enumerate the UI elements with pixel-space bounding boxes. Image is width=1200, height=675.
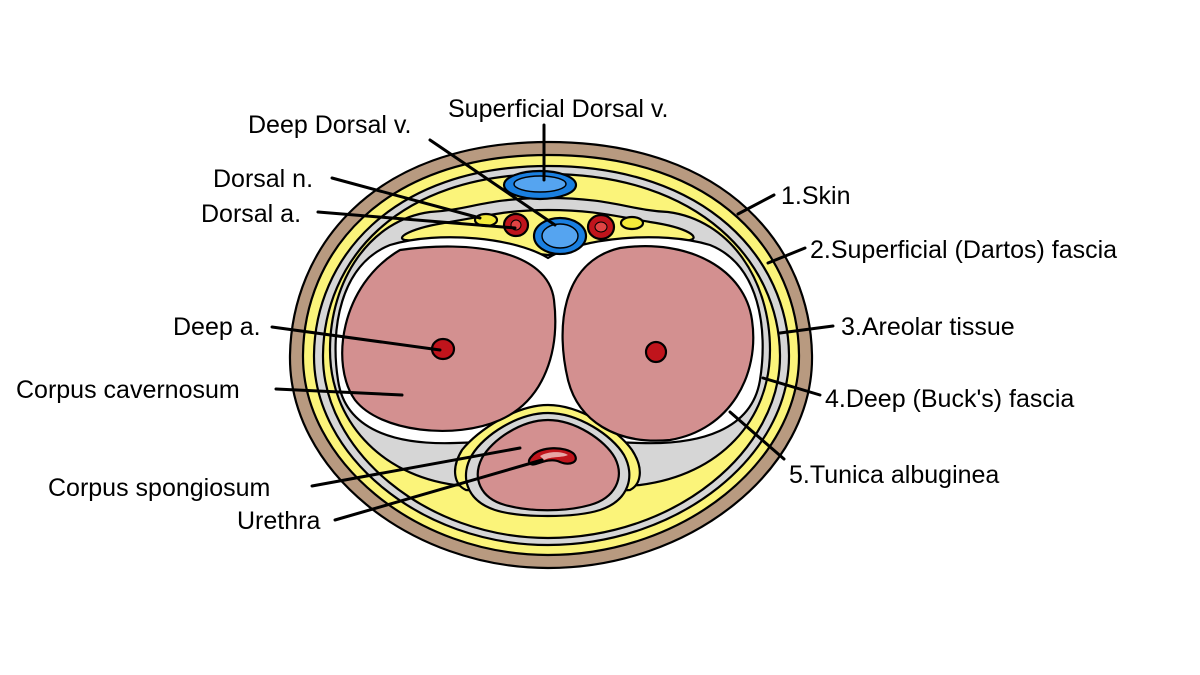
label-deep-dorsal-v: Deep Dorsal v. <box>248 111 412 139</box>
corpus-spongiosum <box>476 418 620 512</box>
leader-dorsal-a <box>316 210 517 230</box>
label-urethra: Urethra <box>237 507 320 535</box>
dorsal-artery-right-lumen <box>594 221 608 233</box>
deep-artery-right <box>644 340 668 364</box>
leader-corpus-spongiosum <box>310 446 522 488</box>
leader-areolar-tissue <box>778 324 835 335</box>
label-dorsal-n: Dorsal n. <box>213 165 313 193</box>
label-superficial-fascia: 2.Superficial (Dartos) fascia <box>810 236 1117 264</box>
leader-tunica-albuginea <box>728 410 786 461</box>
deep-dorsal-vein-lumen <box>541 223 579 249</box>
leader-deep-fascia <box>761 376 822 397</box>
leader-urethra <box>333 458 544 522</box>
leader-dorsal-n <box>330 176 482 220</box>
label-dorsal-a: Dorsal a. <box>201 200 301 228</box>
leader-corpus-cavernosum <box>274 387 404 397</box>
label-corpus-cavernosum: Corpus cavernosum <box>16 376 240 404</box>
label-tunica-albuginea: 5.Tunica albuginea <box>789 461 999 489</box>
label-deep-a: Deep a. <box>173 313 261 341</box>
dorsal-nerve-right <box>619 215 645 231</box>
leader-superficial-fascia <box>766 246 807 265</box>
superficial-dorsal-vein-lumen <box>513 175 567 193</box>
label-superficial-dorsal-v: Superficial Dorsal v. <box>448 95 668 123</box>
label-corpus-spongiosum: Corpus spongiosum <box>48 474 270 502</box>
label-areolar-tissue: 3.Areolar tissue <box>841 313 1015 341</box>
label-deep-fascia: 4.Deep (Buck's) fascia <box>825 385 1074 413</box>
leader-skin <box>736 193 776 216</box>
corpus-cavernosum-left <box>341 245 557 432</box>
label-skin: 1.Skin <box>781 182 850 210</box>
leader-deep-a <box>270 325 442 352</box>
leader-deep-dorsal-v <box>428 138 557 227</box>
urethra-lumen <box>540 452 568 460</box>
